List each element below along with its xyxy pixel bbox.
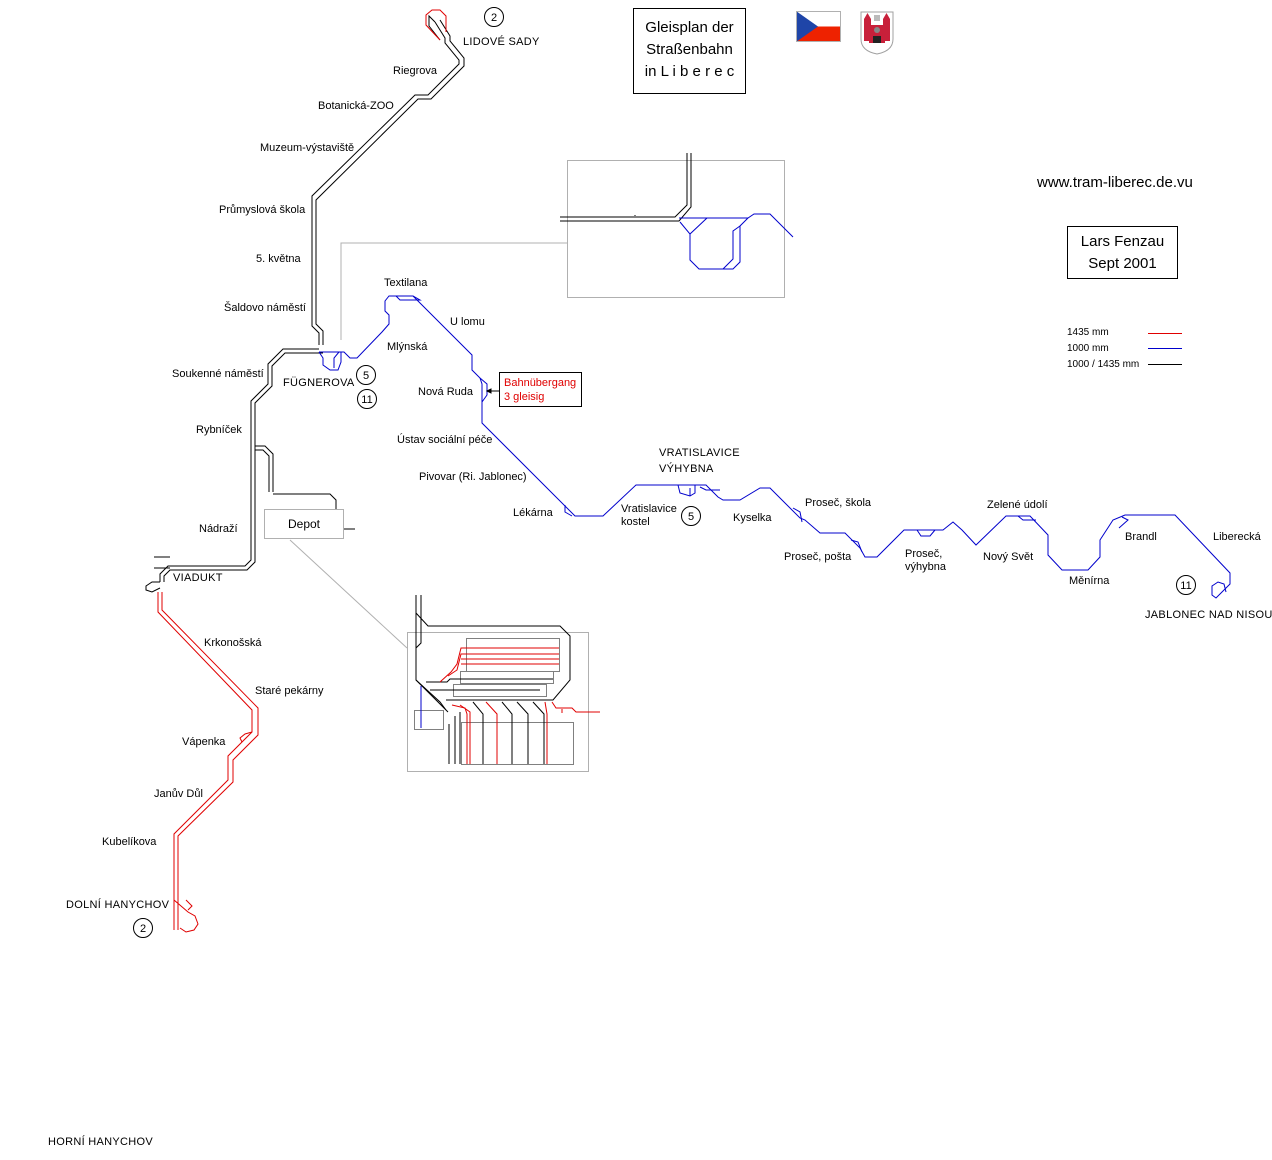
stop-textilana: Textilana — [384, 277, 428, 289]
line-badge-5-vratislavice: 5 — [681, 506, 701, 526]
stop-brandl: Brandl — [1125, 531, 1157, 543]
legend-line-meter — [1148, 348, 1182, 349]
terminal-fugnerova: FÜGNEROVA — [283, 377, 355, 389]
track-dual-gauge-north — [145, 14, 465, 593]
stop-botanicka-zoo: Botanická-ZOO — [318, 100, 394, 112]
terminal-lidove-sady: LIDOVÉ SADY — [463, 36, 540, 48]
terminal-jablonec: JABLONEC NAD NISOU — [1145, 609, 1272, 621]
stop-novy-svet: Nový Svět — [983, 551, 1034, 563]
line-badge-2-top: 2 — [484, 7, 504, 27]
track-standard-gauge-south — [157, 592, 259, 933]
legend-label-standard: 1435 mm — [1067, 327, 1109, 338]
inset-depot-frame — [407, 632, 589, 772]
inset-fugnerova-pointer — [340, 242, 567, 340]
stop-prosec-posta: Proseč, pošta — [784, 551, 852, 563]
stop-riegrova: Riegrova — [393, 65, 438, 77]
stop-rybnicek: Rybníček — [196, 424, 242, 436]
stop-soukenne-namesti: Soukenné náměstí — [172, 368, 264, 380]
note-line-2: 3 gleisig — [504, 391, 545, 403]
terminal-horni-hanychov: HORNÍ HANYCHOV — [48, 1136, 154, 1148]
track-standard-loop-north — [425, 9, 447, 41]
level-crossing-note: Bahnübergang 3 gleisig — [499, 372, 582, 407]
stop-liberecka: Liberecká — [1213, 531, 1261, 543]
title-line-2: Straßenbahn — [646, 41, 733, 58]
terminal-viadukt: VIADUKT — [173, 572, 223, 584]
stop-prumyslova-skola: Průmyslová škola — [219, 204, 306, 216]
map-title: Gleisplan der Straßenbahn in L i b e r e… — [633, 8, 746, 94]
terminal-vratislavice-vyhybna-line1: VRATISLAVICE — [659, 447, 740, 459]
line-badge-11-jablonec: 11 — [1176, 575, 1196, 595]
czech-flag-icon — [796, 11, 841, 42]
stop-5-kvetna: 5. května — [256, 253, 301, 265]
stop-stare-pekarny: Staré pekárny — [255, 685, 324, 697]
inset-fugnerova-tracks — [560, 153, 794, 270]
website-url[interactable]: www.tram-liberec.de.vu — [1037, 174, 1193, 191]
terminal-dolni-hanychov: DOLNÍ HANYCHOV — [66, 899, 170, 911]
line-badge-2-bottom: 2 — [133, 918, 153, 938]
terminal-vratislavice-vyhybna-line2: VÝHYBNA — [659, 463, 714, 475]
note-line-1: Bahnübergang — [504, 377, 577, 389]
stop-ustav-socialni-pece: Ústav sociální péče — [397, 434, 493, 446]
stop-pivovar: Pivovar (Ri. Jablonec) — [419, 471, 527, 483]
annotation-arrow — [485, 388, 499, 394]
author-date: Sept 2001 — [1088, 255, 1157, 272]
author-name: Lars Fenzau — [1080, 233, 1165, 250]
stop-krkonosska: Krkonošská — [204, 637, 262, 649]
inset-depot-tracks — [414, 595, 600, 765]
line-badge-5-fugnerova: 5 — [356, 365, 376, 385]
stop-prosec-skola: Proseč, škola — [805, 497, 872, 509]
stop-saldovo-namesti: Šaldovo náměstí — [224, 302, 306, 314]
legend-label-meter: 1000 mm — [1067, 343, 1109, 354]
stop-vratislavice-kostel-line2: kostel — [621, 516, 650, 528]
stop-vratislavice-kostel-line1: Vratislavice — [621, 503, 677, 515]
stop-muzeum-vystaviste: Muzeum-výstaviště — [260, 142, 355, 154]
author-box: Lars Fenzau Sept 2001 — [1067, 226, 1178, 279]
inset-depot-pointer — [289, 539, 408, 649]
stop-nadrazi: Nádraží — [199, 523, 238, 535]
track-meter-gauge-east — [318, 295, 1231, 599]
legend-line-standard — [1148, 333, 1182, 334]
stop-menirna: Měnírna — [1069, 575, 1110, 587]
stop-u-lomu: U lomu — [450, 316, 485, 328]
line-badge-11-fugnerova: 11 — [357, 389, 377, 409]
legend-line-dual — [1148, 364, 1182, 365]
stop-lekarna: Lékárna — [513, 507, 553, 519]
stop-januv-dul: Janův Důl — [154, 788, 203, 800]
coat-of-arms-icon — [860, 11, 894, 55]
inset-fugnerova-frame — [567, 160, 785, 298]
stop-kubelikova: Kubelíkova — [102, 836, 157, 848]
stop-mlynska: Mlýnská — [387, 341, 428, 353]
depot-box: Depot — [264, 509, 344, 539]
stop-zelene-udoli: Zelené údolí — [987, 499, 1048, 511]
legend-label-dual: 1000 / 1435 mm — [1067, 359, 1140, 370]
stop-kyselka: Kyselka — [733, 512, 772, 524]
stop-vapenka: Vápenka — [182, 736, 226, 748]
stop-nova-ruda: Nová Ruda — [418, 386, 474, 398]
title-line-3: in L i b e r e c — [644, 63, 735, 80]
title-line-1: Gleisplan der — [645, 19, 734, 36]
stop-prosec-vyhybna-line1: Proseč, — [905, 548, 943, 560]
stop-prosec-vyhybna-line2: výhybna — [905, 561, 946, 573]
